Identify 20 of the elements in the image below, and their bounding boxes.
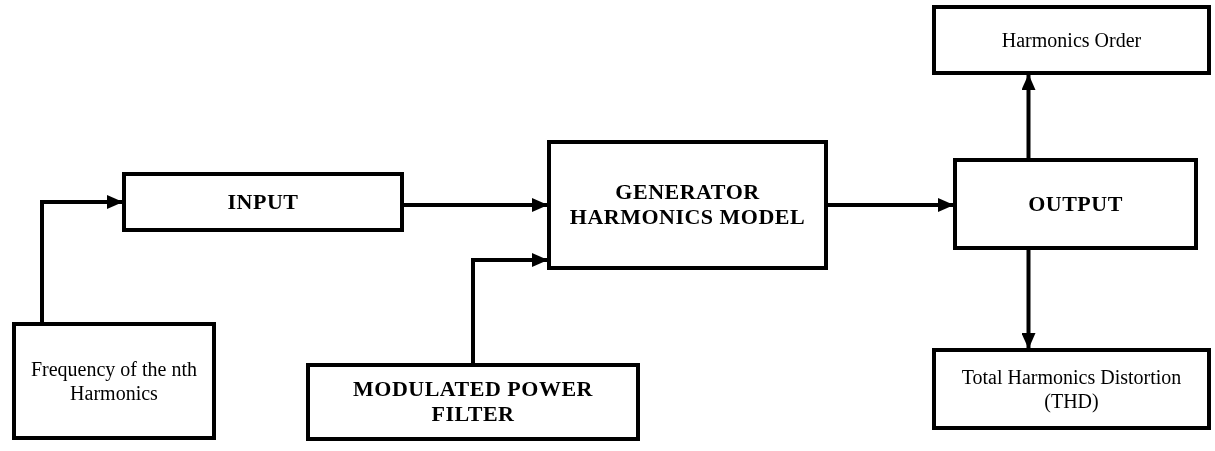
- block-label: GENERATOR HARMONICS MODEL: [568, 180, 807, 230]
- process-box: [932, 348, 1211, 430]
- output-label: Harmonics Order: [1001, 28, 1142, 52]
- arrow: [404, 198, 548, 212]
- process-box: [12, 322, 216, 440]
- block-label: OUTPUT: [1028, 191, 1123, 217]
- arrow: [1021, 250, 1036, 349]
- process-box: [932, 5, 1211, 75]
- process-box: [306, 363, 640, 441]
- arrow: [828, 198, 954, 212]
- arrow: [1021, 74, 1036, 158]
- block-label: INPUT: [227, 189, 299, 215]
- process-box: [547, 140, 828, 270]
- process-box: [122, 172, 404, 232]
- arrow: [40, 195, 123, 322]
- output-label: Total Harmonics Distortion (THD): [960, 365, 1183, 413]
- block-label: MODULATED POWER FILTER: [352, 377, 594, 427]
- input-label: Frequency of the nth Harmonics: [29, 357, 199, 405]
- process-box: [953, 158, 1198, 250]
- arrow: [471, 253, 548, 363]
